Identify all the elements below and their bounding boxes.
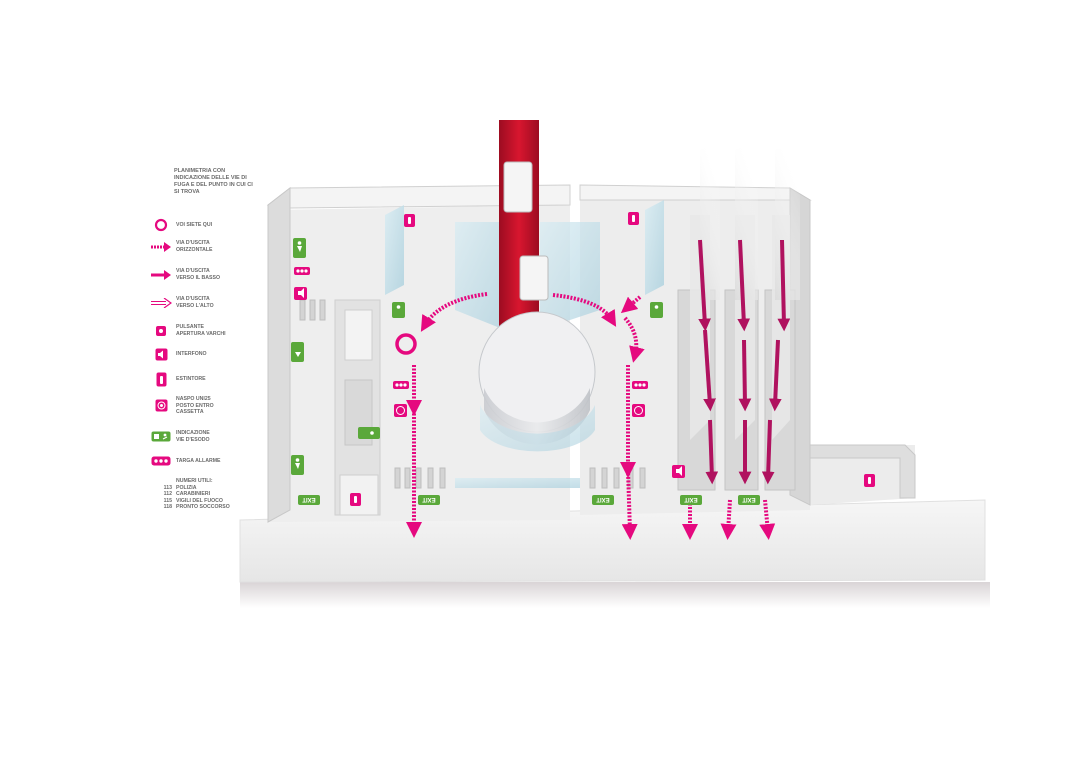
useful-numbers-title: NUMERI UTILI: [176, 478, 213, 484]
emergency-exit-icon [291, 342, 304, 362]
legend-item: PULSANTE APERTURA VARCHI [150, 324, 252, 337]
fire-extinguisher-icon [150, 372, 172, 387]
legend-item: INTERFONO [150, 348, 252, 361]
horizontal-exit-arrow-icon [150, 241, 172, 252]
fire-hose-icon [394, 404, 407, 417]
phone-number: 118 [163, 504, 172, 511]
phone-number-label: VIGILI DEL FUOCO [176, 497, 223, 504]
alarm-panel-icon [393, 381, 409, 389]
useful-number-row: 113 POLIZIA [150, 485, 230, 492]
central-cylinder-base [480, 405, 595, 452]
down-exit-arrow-icon [150, 269, 172, 280]
you-are-here-icon [150, 218, 172, 232]
legend-item-label: ESTINTORE [176, 376, 206, 383]
red-pipe [499, 120, 539, 340]
glass-strip-bottom [455, 478, 580, 488]
legend-item-label: VIA D'USCITA ORIZZONTALE [176, 240, 213, 253]
exit-sign-label: EXIT [742, 496, 756, 502]
legend-item: VIA D'USCITA VERSO IL BASSO [150, 268, 252, 281]
annex-floor [810, 445, 915, 505]
phone-number-label: POLIZIA [176, 484, 197, 491]
phone-number-label: PRONTO SOCCORSO [176, 504, 230, 511]
hvac-unit-top [503, 161, 533, 213]
glass-atrium-left [455, 222, 505, 330]
exit-sign-label: EXIT [596, 496, 610, 502]
intercom-icon [294, 287, 307, 300]
legend-item: VIA D'USCITA ORIZZONTALE [150, 240, 252, 253]
emergency-exit-icon [358, 427, 380, 439]
legend-title: PLANIMETRIA CON INDICAZIONE DELLE VIE DI… [174, 168, 253, 195]
fire-extinguisher-icon [864, 474, 875, 487]
fire-hose-icon [150, 399, 172, 412]
legend-item: NASPO UNI25 POSTO ENTRO CASSETTA [150, 396, 252, 416]
legend-item: ESTINTORE [150, 372, 252, 387]
fire-extinguisher-icon [350, 493, 361, 506]
useful-number-row: 112 CARABINIERI [150, 491, 230, 498]
alarm-panel-icon [294, 267, 310, 275]
shaft-fade-1 [700, 140, 720, 300]
legend-item: INDICAZIONE VIE D'ESODO [150, 430, 252, 443]
exit-sign: EXIT [738, 495, 760, 505]
glass-panel-left [385, 205, 404, 295]
legend-item-label: NASPO UNI25 POSTO ENTRO CASSETTA [176, 396, 214, 415]
inner-room-left-top [344, 309, 373, 361]
legend-item-label: VIA D'USCITA VERSO L'ALTO [176, 296, 214, 309]
shaft-fade-2 [735, 140, 758, 300]
up-exit-arrow-icon [150, 297, 172, 308]
shaft-fade-3 [775, 140, 800, 300]
exit-sign: EXIT [680, 495, 702, 505]
exit-sign-label: EXIT [422, 496, 436, 502]
legend-item-label: TARGA ALLARME [176, 457, 221, 464]
annex-wall [809, 444, 916, 499]
emergency-exit-icon [293, 238, 306, 258]
fire-hose-icon [632, 404, 645, 417]
emergency-exit-icon [392, 302, 405, 318]
glass-panel-right [645, 200, 664, 295]
intercom-icon [672, 465, 685, 478]
useful-number-row: 115 VIGILI DEL FUOCO [150, 498, 230, 505]
alarm-panel-icon [150, 456, 172, 466]
legend-item-label: VOI SIETE QUI [176, 221, 213, 228]
useful-number-row: 118 PRONTO SOCCORSO [150, 504, 230, 511]
fire-extinguisher-icon [404, 214, 415, 227]
legend-item: VIA D'USCITA VERSO L'ALTO [150, 296, 252, 309]
legend-item-label: PULSANTE APERTURA VARCHI [176, 324, 226, 337]
exit-sign: EXIT [592, 495, 614, 505]
alarm-panel-icon [632, 381, 648, 389]
legend-item-label: INDICAZIONE VIE D'ESODO [176, 430, 210, 443]
phone-number-label: CARABINIERI [176, 491, 211, 498]
legend-item: VOI SIETE QUI [150, 218, 252, 232]
partition-fins-left [299, 299, 646, 489]
fire-extinguisher-icon [628, 212, 639, 225]
emergency-exit-icon [650, 302, 663, 318]
down-exit-arrows [698, 239, 791, 485]
phone-number: 112 [163, 491, 172, 498]
wall-left-side [267, 186, 291, 523]
legend-item: TARGA ALLARME [150, 456, 252, 466]
horizontal-exit-arrows [406, 292, 776, 540]
gate-button-icon [150, 325, 172, 337]
exit-sign: EXIT [298, 495, 320, 505]
intercom-icon [150, 348, 172, 361]
emergency-exit-icon [291, 455, 304, 475]
hvac-unit-mid [519, 255, 549, 301]
legend-item-label: VIA D'USCITA VERSO IL BASSO [176, 268, 221, 281]
shadow-band [240, 582, 990, 608]
phone-number: 113 [163, 484, 172, 491]
you-are-here-marker [395, 333, 417, 355]
exit-sign-label: EXIT [302, 496, 316, 502]
legend-item-label: INTERFONO [176, 351, 207, 358]
emergency-exit-icon [150, 431, 172, 442]
exit-sign: EXIT [418, 495, 440, 505]
legend: PLANIMETRIA CON INDICAZIONE DELLE VIE DI… [150, 168, 260, 510]
exit-sign-label: EXIT [684, 496, 698, 502]
phone-number: 115 [163, 497, 172, 504]
